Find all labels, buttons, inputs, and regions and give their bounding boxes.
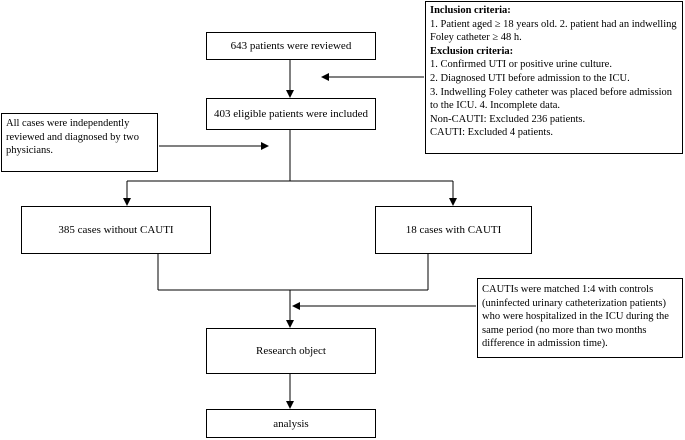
research-object-box: Research object <box>206 328 376 374</box>
inclusion-title: Inclusion criteria: <box>430 5 511 16</box>
exclusion-line: 1. Confirmed UTI or positive urine cultu… <box>430 59 612 71</box>
with-cauti-box: 18 cases with CAUTI <box>375 206 532 254</box>
review-note-box: All cases were independently reviewed an… <box>1 113 158 172</box>
exclusion-title: Exclusion criteria: <box>430 45 514 57</box>
analysis-box: analysis <box>206 409 376 438</box>
review-note-line: physicians. <box>6 145 53 157</box>
exclusion-line: CAUTI: Excluded 4 patients. <box>430 127 554 139</box>
criteria-box: Inclusion criteria: 1. Patient aged ≥ 18… <box>425 1 683 154</box>
inclusion-line: Foley catheter ≥ 48 h. <box>430 32 522 44</box>
matching-note-line: (uninfected urinary catheterization pati… <box>482 297 666 309</box>
review-note-line: All cases were independently <box>6 118 130 129</box>
exclusion-line: 3. Indwelling Foley catheter was placed … <box>430 86 673 98</box>
matching-note-line: difference in admission time). <box>482 338 608 350</box>
eligible-box: 403 eligible patients were included <box>206 98 376 130</box>
with-cauti-label: 18 cases with CAUTI <box>405 224 502 236</box>
exclusion-line: Non-CAUTI: Excluded 236 patients. <box>430 113 586 125</box>
exclusion-line: 2. Diagnosed UTI before admission to the… <box>430 72 630 84</box>
matching-note-line: who were hospitalized in the ICU during … <box>482 311 669 323</box>
review-note-line: reviewed and diagnosed by two <box>6 131 139 143</box>
inclusion-line: 1. Patient aged ≥ 18 years old. 2. patie… <box>430 18 677 30</box>
reviewed-box: 643 patients were reviewed <box>206 32 376 60</box>
without-cauti-box: 385 cases without CAUTI <box>21 206 211 254</box>
reviewed-label: 643 patients were reviewed <box>230 40 352 52</box>
research-object-label: Research object <box>256 345 326 357</box>
matching-note-line: same period (no more than two months <box>482 324 647 336</box>
analysis-label: analysis <box>273 417 309 430</box>
eligible-label: 403 eligible patients were included <box>214 108 368 120</box>
matching-note-box: CAUTIs were matched 1:4 with controls (u… <box>477 278 683 358</box>
exclusion-line: to the ICU. 4. Incomplete data. <box>430 100 561 112</box>
without-cauti-label: 385 cases without CAUTI <box>58 224 174 236</box>
matching-note-line: CAUTIs were matched 1:4 with controls <box>482 284 654 295</box>
